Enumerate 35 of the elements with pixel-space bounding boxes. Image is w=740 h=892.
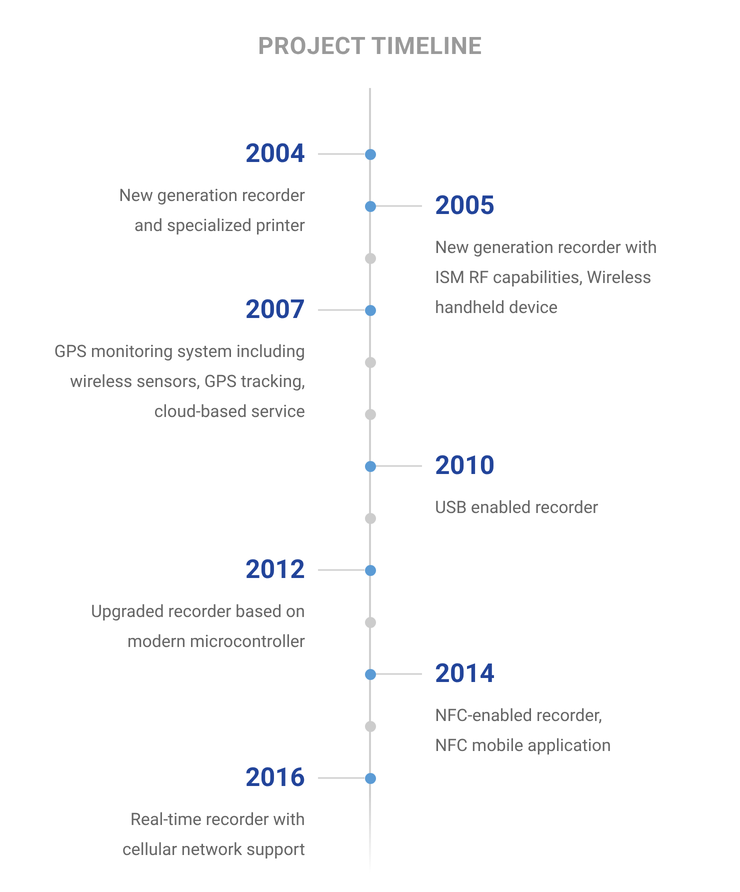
year-label: 2007 — [244, 295, 305, 325]
timeline-dot — [364, 512, 376, 524]
timeline-dot — [364, 720, 376, 732]
timeline-dot — [364, 772, 376, 784]
title: PROJECT TIMELINE — [256, 32, 484, 60]
timeline-dot — [364, 356, 376, 368]
connector-line — [318, 153, 364, 155]
connector-line — [318, 309, 364, 311]
connector-line — [376, 465, 422, 467]
description-text: NFC-enabled recorder, NFC mobile application — [435, 705, 612, 758]
connector-line — [318, 777, 364, 779]
description-text: New generation recorder with ISM RF capabilities, Wireless handheld device — [435, 237, 658, 320]
year-label: 2004 — [244, 139, 305, 169]
timeline-dot — [364, 668, 376, 680]
description-text: GPS monitoring system including wireless sensors, GPS tracking, cloud-based service — [53, 341, 305, 424]
year-label: 2014 — [435, 659, 496, 689]
timeline-dot — [364, 616, 376, 628]
description-text: USB enabled recorder — [435, 497, 600, 520]
year-label: 2012 — [244, 555, 305, 585]
timeline-dot — [364, 148, 376, 160]
connector-line — [376, 673, 422, 675]
timeline-dot — [364, 252, 376, 264]
timeline-dot — [364, 304, 376, 316]
timeline-dot — [364, 564, 376, 576]
year-label: 2005 — [435, 191, 496, 221]
connector-line — [318, 569, 364, 571]
timeline-dot — [364, 460, 376, 472]
connector-line — [376, 205, 422, 207]
year-label: 2016 — [244, 763, 305, 793]
description-text: Real-time recorder with cellular network support — [121, 809, 305, 862]
year-label: 2010 — [435, 451, 496, 481]
description-text: Upgraded recorder based on modern microcontroller — [90, 601, 305, 654]
timeline-dot — [364, 408, 376, 420]
timeline-dot — [364, 200, 376, 212]
description-text: New generation recorder and specialized printer — [118, 185, 305, 238]
